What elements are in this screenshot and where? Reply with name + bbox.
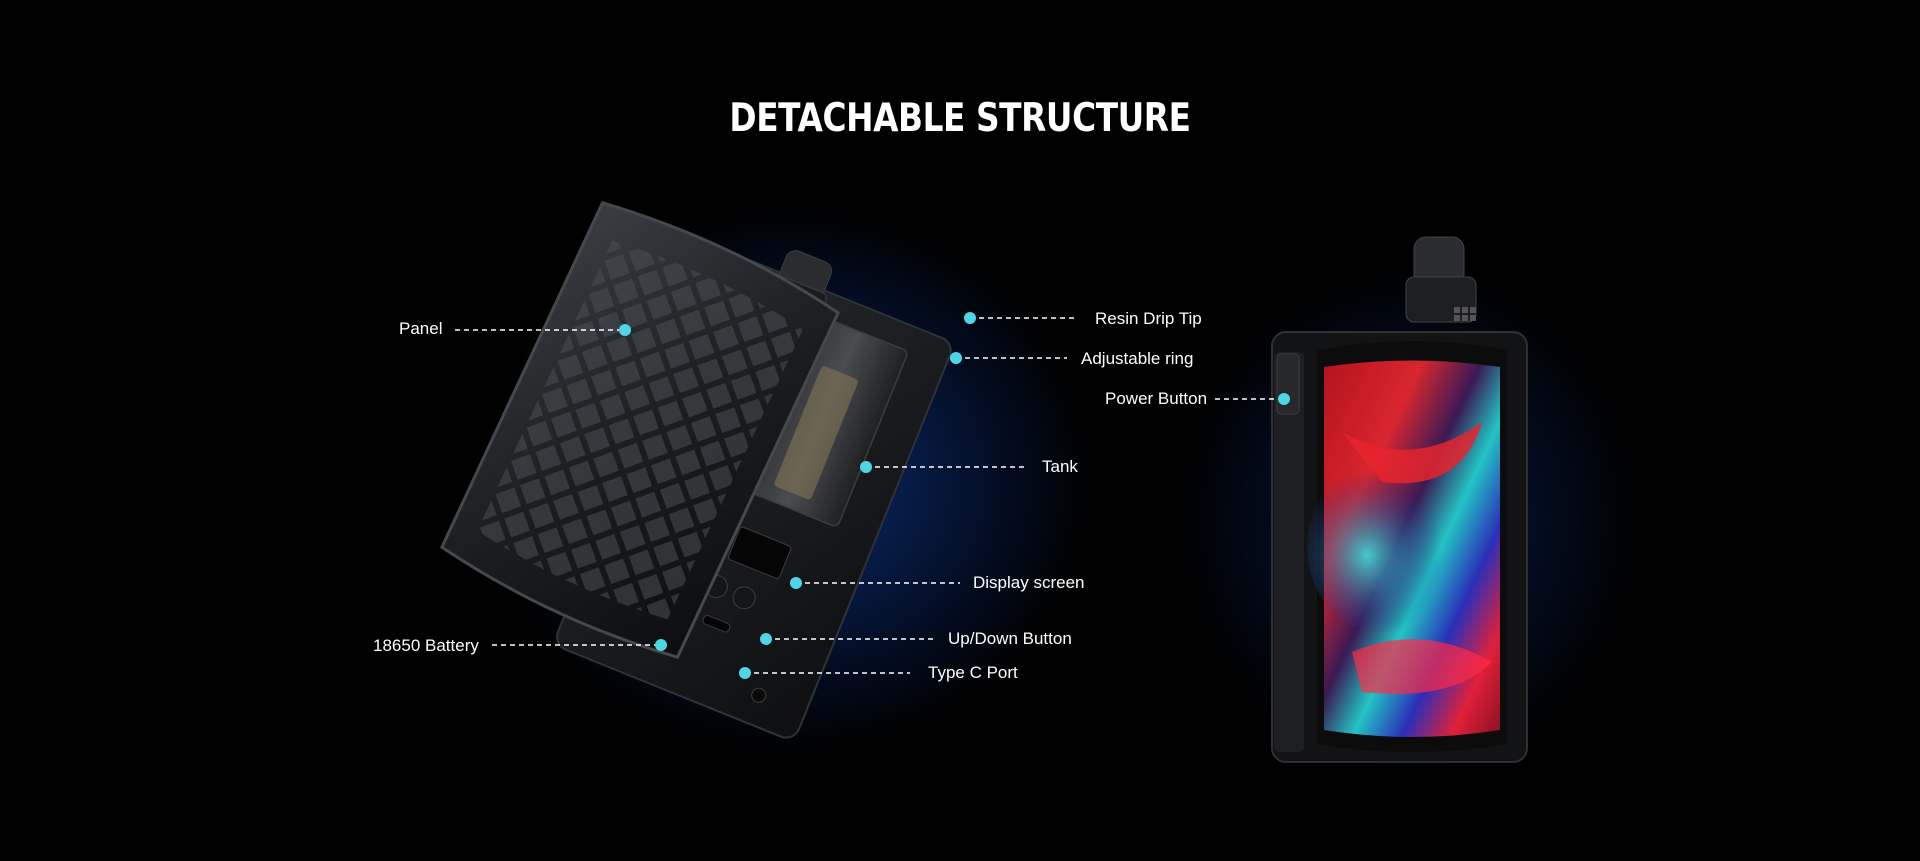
panel-cover — [440, 201, 841, 659]
label-panel: Panel — [399, 319, 443, 338]
label-display-screen: Display screen — [973, 573, 1085, 592]
battery-dot — [655, 639, 667, 651]
label-power-button: Power Button — [1105, 389, 1208, 408]
label-resin-drip-tip: Resin Drip Tip — [1095, 309, 1202, 328]
label-tank: Tank — [1042, 457, 1078, 476]
label-up-down-button: Up/Down Button — [948, 629, 1072, 648]
up-down-dot — [760, 633, 772, 645]
tank-dot — [860, 461, 872, 473]
adjustable-ring-dot — [950, 352, 962, 364]
power-button-dot — [1278, 393, 1290, 405]
display-dot — [790, 577, 802, 589]
label-type-c-port: Type C Port — [928, 663, 1018, 682]
resin-panel — [1307, 341, 1507, 752]
exploded-device-illustration: 18650 — [440, 201, 952, 739]
label-adjustable-ring: Adjustable ring — [1081, 349, 1194, 368]
type-c-dot — [739, 667, 751, 679]
page-title: DETACHABLE STRUCTURE — [729, 96, 1191, 141]
drip-tip-dot — [964, 312, 976, 324]
assembled-device-illustration — [1271, 236, 1528, 763]
panel-dot — [619, 324, 631, 336]
label-18650-battery: 18650 Battery — [373, 636, 479, 655]
assembled-drip-tip — [1405, 236, 1477, 323]
